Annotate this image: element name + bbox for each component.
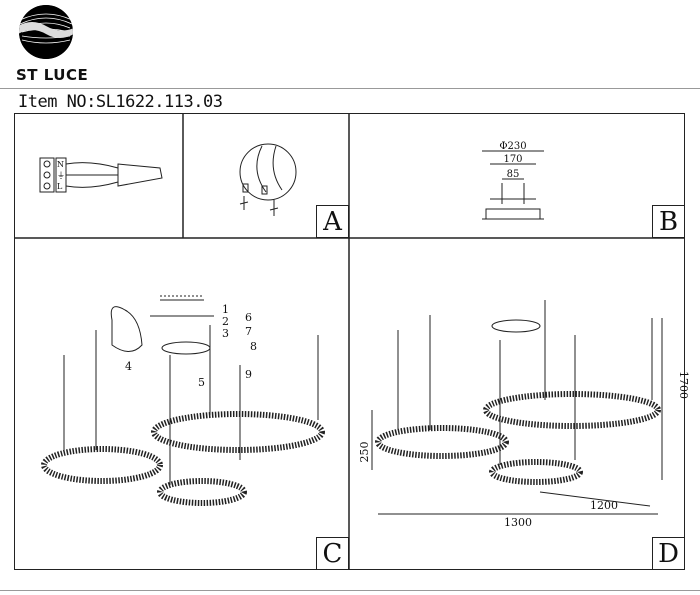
panel-label-c: C [316,537,349,570]
panel-label-b: B [652,205,685,238]
brand-logo [18,4,74,64]
dim-1200: 1200 [590,499,618,512]
part-8: 8 [250,340,257,353]
detail-a-drawing [239,143,297,216]
exploded-assembly-drawing [41,295,325,506]
wiring-terminal-block [39,157,163,193]
divider [0,88,700,89]
part-3: 3 [222,327,229,340]
logo-icon [19,5,73,59]
dimension-drawing [371,300,663,515]
part-5: 5 [198,376,205,389]
part-6: 6 [245,311,252,324]
divider [0,590,700,591]
part-7: 7 [245,325,252,338]
item-number: Item NO:SL1622.113.03 [18,92,223,112]
dim-height-250: 250 [358,442,371,463]
dim-height-1700: 1700 [677,371,690,399]
part-9: 9 [245,368,252,381]
brand-name: ST LUCE [16,66,89,84]
part-4: 4 [125,360,132,373]
terminal-n-label: N [57,160,64,169]
panel-label-d: D [652,537,685,570]
mounting-plate-drawing [482,150,544,220]
dim-1300: 1300 [504,516,532,529]
dim-diameter: Φ230 [499,141,526,152]
part-2: 2 [222,315,229,328]
dim-170: 170 [503,154,522,165]
dim-85: 85 [507,169,520,180]
panel-label-a: A [316,205,349,238]
part-1: 1 [222,303,229,316]
terminal-l-label: L [57,182,63,191]
terminal-ground-label: ⏚ [57,171,65,180]
